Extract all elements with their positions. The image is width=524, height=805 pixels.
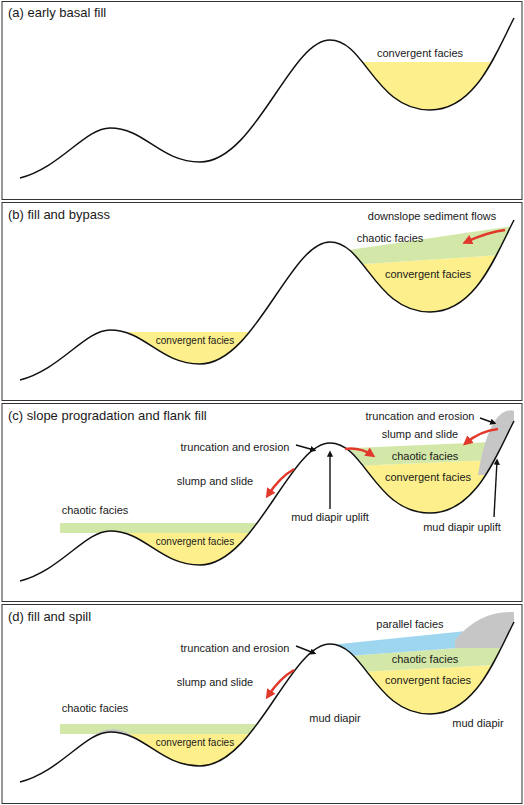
facies-label: convergent facies (156, 536, 234, 548)
panel-title: (d) fill and spill (8, 610, 91, 625)
facies-label: slump and slide (382, 428, 458, 441)
facies-label: convergent facies (377, 47, 463, 60)
facies-label: truncation and erosion (181, 441, 290, 454)
facies-label: chaotic facies (392, 653, 459, 666)
facies-label: truncation and erosion (366, 410, 475, 423)
facies-label: mud diapir uplift (423, 521, 501, 534)
facies-label: slump and slide (177, 475, 253, 488)
facies-label: convergent facies (385, 674, 471, 687)
panel-title: (b) fill and bypass (8, 208, 110, 223)
facies-label: slump and slide (177, 676, 253, 689)
facies-label: parallel facies (376, 618, 443, 631)
facies-label: mud diapir uplift (291, 511, 369, 524)
facies-label: chaotic facies (62, 702, 129, 715)
facies-label: convergent facies (156, 335, 234, 347)
facies-label: chaotic facies (357, 232, 424, 245)
facies-label: mud diapir (309, 712, 360, 725)
facies-label: convergent facies (385, 471, 471, 484)
facies-label: convergent facies (385, 268, 471, 281)
facies-label: mud diapir (452, 717, 503, 730)
facies-label: truncation and erosion (181, 642, 290, 655)
facies-label: convergent facies (156, 737, 234, 749)
facies-label: chaotic facies (62, 504, 129, 517)
panel-title: (a) early basal fill (8, 6, 106, 21)
panel-title: (c) slope progradation and flank fill (8, 409, 207, 424)
facies-label: chaotic facies (392, 450, 459, 463)
facies-label: downslope sediment flows (368, 210, 496, 223)
